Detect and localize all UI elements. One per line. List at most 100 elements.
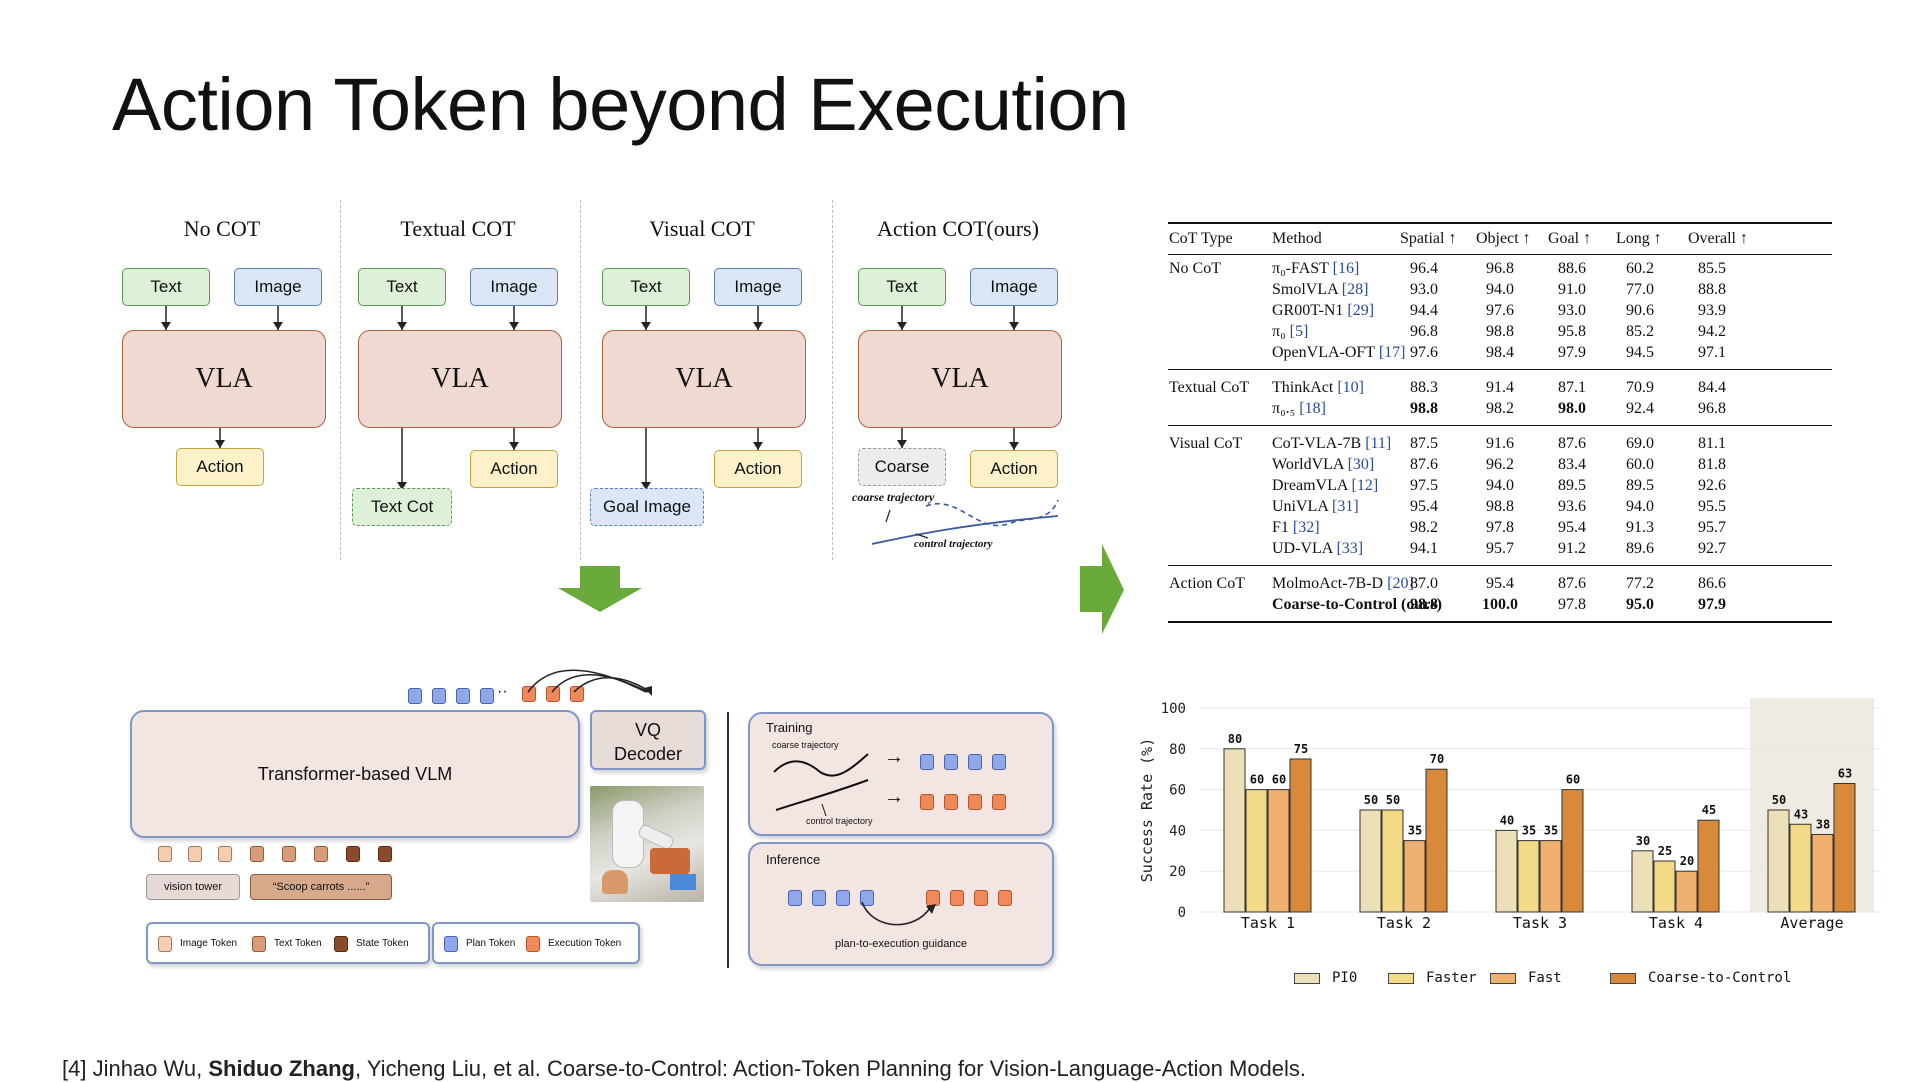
- table-value: 98.8: [1486, 498, 1514, 515]
- vlm-label: Transformer-based VLM: [257, 764, 453, 784]
- table-value: 98.8: [1410, 400, 1438, 417]
- inference-title: Inference: [766, 852, 821, 867]
- execution-token: [570, 686, 584, 702]
- table-value: 98.4: [1486, 344, 1514, 361]
- action-cot-heading: Action COT(ours): [877, 216, 1039, 241]
- table-cot-type: Action CoT: [1169, 575, 1245, 592]
- table-value: 89.6: [1626, 540, 1654, 557]
- legend-plan-token-swatch: [444, 936, 458, 952]
- method-name: Coarse-to-Control (ours): [1272, 596, 1442, 613]
- method-citation: [33]: [1336, 540, 1364, 557]
- action-cot-arrow-head: [897, 322, 907, 330]
- method-citation: [20]: [1387, 575, 1414, 592]
- legend-label: Coarse-to-Control: [1648, 970, 1792, 986]
- plan-token: [432, 688, 446, 704]
- text-token: [314, 846, 328, 862]
- visual-cot-arrows: [641, 306, 763, 490]
- bar-value-label: 50: [1364, 793, 1378, 807]
- training-control-label: control trajectory: [806, 816, 873, 826]
- legend-label: PI0: [1332, 970, 1358, 986]
- legend-item: Fast: [1490, 970, 1562, 986]
- legend-image-token-swatch: [158, 936, 172, 952]
- textual-cot-arrow-head: [397, 482, 407, 490]
- footnote-suffix: , Yicheng Liu, et al. Coarse-to-Control:…: [355, 1056, 1307, 1081]
- table-value: 91.2: [1558, 540, 1586, 557]
- table-value: 83.4: [1558, 456, 1586, 473]
- table-value: 85.2: [1626, 323, 1654, 340]
- cot-separator-2: [580, 200, 581, 560]
- table-value: 70.9: [1626, 379, 1654, 396]
- token-legend-output: Plan Token Execution Token: [432, 922, 640, 964]
- table-value: 93.0: [1558, 302, 1586, 319]
- table-group-rule: [1168, 565, 1832, 566]
- action-cot-coarse-curve: [925, 499, 1059, 527]
- table-value: 96.4: [1410, 260, 1438, 277]
- action-cot-coarse-box: Coarse: [858, 448, 946, 486]
- training-plan-token: [968, 754, 982, 770]
- table-value: 95.8: [1558, 323, 1586, 340]
- visual-cot-action-box: Action: [714, 450, 802, 488]
- bar-value-label: 60: [1250, 773, 1264, 787]
- textual-cot-image-box: Image: [470, 268, 558, 306]
- table-value: 97.9: [1698, 596, 1726, 613]
- table-value: 97.5: [1410, 477, 1438, 494]
- y-tick-label: 100: [1161, 701, 1186, 717]
- bar: [1381, 809, 1404, 913]
- bar: [1223, 748, 1246, 913]
- right-arrow-icon: [1080, 544, 1124, 634]
- table-value: 98.8: [1410, 596, 1438, 613]
- bar: [1833, 782, 1856, 913]
- table-cot-type: No CoT: [1169, 260, 1221, 277]
- image-token: [218, 846, 232, 862]
- table-method: Coarse-to-Control (ours): [1272, 596, 1442, 614]
- bar: [1245, 789, 1268, 913]
- table-method: SmolVLA [28]: [1272, 281, 1368, 299]
- table-value: 91.3: [1626, 519, 1654, 536]
- inference-execution-token: [950, 890, 964, 906]
- table-value: 89.5: [1558, 477, 1586, 494]
- bar-value-label: 35: [1408, 824, 1422, 838]
- arch-divider: [727, 712, 729, 968]
- table-value: 87.0: [1410, 575, 1438, 592]
- table-top-rule: [1168, 222, 1832, 224]
- bar: [1289, 758, 1312, 913]
- bar: [1631, 850, 1654, 913]
- textual-cot-arrow-head: [509, 322, 519, 330]
- bar-value-label: 30: [1636, 834, 1650, 848]
- table-header-3: Object ↑: [1476, 230, 1531, 247]
- bar-value-label: 20: [1680, 854, 1694, 868]
- action-cot-control-trajectory-label: control trajectory: [914, 538, 993, 550]
- table-value: 93.0: [1410, 281, 1438, 298]
- table-value: 97.8: [1486, 519, 1514, 536]
- training-execution-token: [920, 794, 934, 810]
- table-header-1: Method: [1272, 230, 1322, 247]
- bar: [1359, 809, 1382, 913]
- table-value: 91.6: [1486, 435, 1514, 452]
- table-value: 96.2: [1486, 456, 1514, 473]
- table-value: 98.2: [1486, 400, 1514, 417]
- inference-plan-token: [812, 890, 826, 906]
- no-cot-heading: No COT: [183, 216, 261, 241]
- method-name: ThinkAct: [1272, 379, 1338, 396]
- action-cot-text-box: Text: [858, 268, 946, 306]
- plan-token: [456, 688, 470, 704]
- visual-cot-heading: Visual COT: [649, 216, 755, 241]
- vq-label: VQ: [634, 720, 661, 740]
- autoregressive-arrows: [527, 669, 652, 696]
- table-value: 87.5: [1410, 435, 1438, 452]
- inference-block: Inference plan-to-execution guidance: [748, 842, 1054, 966]
- table-value: 96.8: [1486, 260, 1514, 277]
- legend-text-token-label: Text Token: [274, 938, 322, 949]
- visual-cot-arrow-head: [753, 442, 763, 450]
- method-name: π₀-FAST: [1272, 260, 1333, 277]
- legend-swatch: [1388, 972, 1414, 984]
- table-value: 90.6: [1626, 302, 1654, 319]
- training-execution-token: [968, 794, 982, 810]
- table-value: 95.4: [1410, 498, 1438, 515]
- table-header-4: Goal ↑: [1548, 230, 1592, 247]
- x-tick-label: Task 1: [1241, 914, 1295, 932]
- table-header-5: Long ↑: [1616, 230, 1662, 247]
- textual-cot-vla-box: VLA: [358, 330, 562, 428]
- table-value: 96.8: [1410, 323, 1438, 340]
- table-method: UniVLA [31]: [1272, 498, 1359, 516]
